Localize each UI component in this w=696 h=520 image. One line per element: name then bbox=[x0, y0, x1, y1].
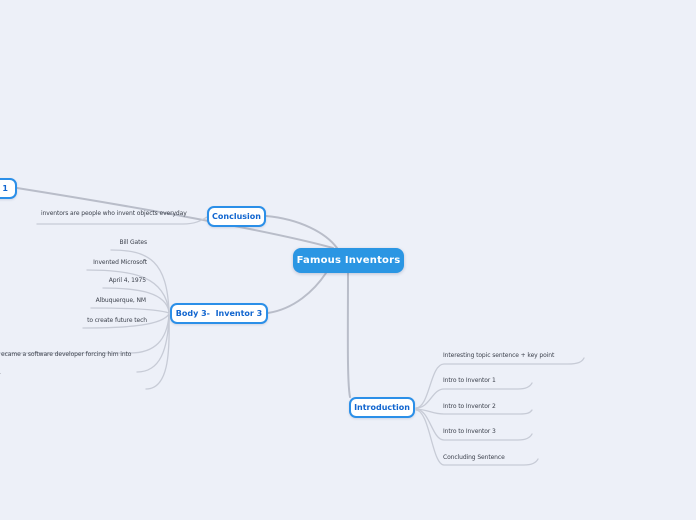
topic-software-developer-cutoff[interactable]: ecame a software developer forcing him i… bbox=[0, 337, 132, 393]
topic-conclusion-child[interactable]: inventors are people who invent objects … bbox=[41, 210, 187, 217]
topic-intro-to-inventor-3[interactable]: Intro to Inventor 3 bbox=[443, 428, 496, 435]
node-body1-partial[interactable]: 1 bbox=[0, 178, 17, 199]
node-body1-partial-label: 1 bbox=[2, 184, 8, 193]
topic-concluding-sentence[interactable]: Concluding Sentence bbox=[443, 454, 505, 461]
node-root-label: Famous Inventors bbox=[296, 255, 401, 266]
topic-albuquerque-nm[interactable]: Albuquerque, NM bbox=[95, 297, 146, 304]
topic-invented-microsoft[interactable]: Invented Microsoft bbox=[93, 259, 147, 266]
topic-april-4-1975[interactable]: April 4, 1975 bbox=[108, 277, 146, 284]
node-conclusion[interactable]: Conclusion bbox=[207, 206, 266, 227]
node-body3[interactable]: Body 3- Inventor 3 bbox=[170, 303, 268, 324]
node-introduction[interactable]: Introduction bbox=[349, 397, 415, 418]
topic-software-developer-line1: ecame a software developer forcing him i… bbox=[1, 351, 132, 358]
node-introduction-label: Introduction bbox=[354, 403, 410, 412]
topic-intro-to-inventor-2[interactable]: Intro to Inventor 2 bbox=[443, 403, 496, 410]
topic-interesting-topic-sentence[interactable]: Interesting topic sentence + key point bbox=[443, 352, 555, 359]
topic-to-create-future-tech[interactable]: to create future tech bbox=[87, 317, 147, 324]
node-conclusion-label: Conclusion bbox=[212, 212, 261, 221]
node-body3-label: Body 3- Inventor 3 bbox=[175, 309, 263, 318]
topic-bill-gates[interactable]: Bill Gates bbox=[119, 239, 147, 246]
node-root-famous-inventors[interactable]: Famous Inventors bbox=[293, 248, 404, 273]
topic-software-developer-line2: r bbox=[0, 372, 131, 379]
topic-intro-to-inventor-1[interactable]: Intro to Inventor 1 bbox=[443, 377, 496, 384]
